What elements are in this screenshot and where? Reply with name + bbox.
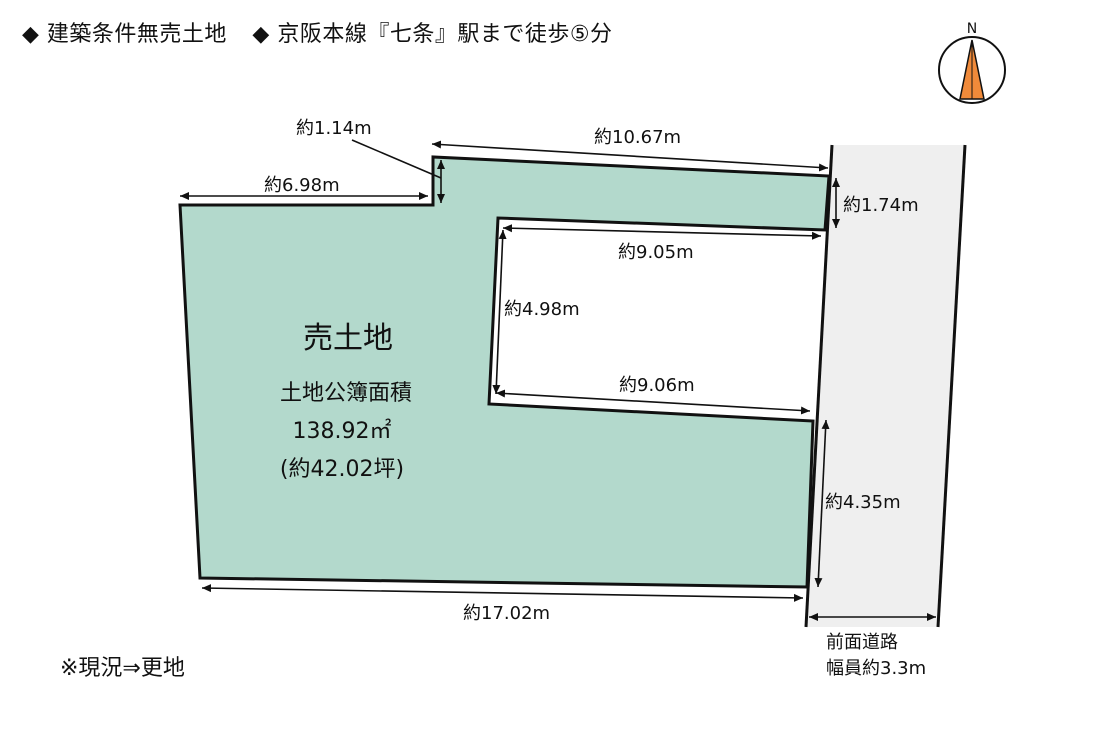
north-compass-icon: N bbox=[938, 21, 1006, 104]
dim-line-cutout-left bbox=[492, 229, 507, 395]
dim-label-cutout-bottom: 約9.06m bbox=[619, 375, 695, 396]
road-edge-left bbox=[804, 144, 834, 628]
lot-area-tsubo: (約42.02坪) bbox=[280, 457, 404, 482]
road-label-line1: 前面道路 bbox=[826, 632, 898, 653]
dim-line-right-bottom bbox=[814, 419, 830, 588]
dim-label-right-bottom: 約4.35m bbox=[825, 492, 901, 513]
road-label-line2: 幅員約3.3m bbox=[826, 658, 926, 679]
footnote: ※現況⇒更地 bbox=[60, 656, 185, 681]
dim-label-top: 約10.67m bbox=[594, 127, 681, 148]
compass-label: N bbox=[967, 21, 977, 37]
dim-line-top bbox=[431, 140, 829, 172]
dim-line-cutout-bottom bbox=[495, 389, 811, 415]
dim-leader-step bbox=[351, 139, 442, 179]
header-condition: ◆ 建築条件無売土地 bbox=[22, 22, 227, 47]
dim-label-cutout-top: 約9.05m bbox=[618, 242, 694, 263]
dim-label-right-top: 約1.74m bbox=[843, 195, 919, 216]
dim-label-cutout-left: 約4.98m bbox=[504, 299, 580, 320]
dim-label-step: 約1.14m bbox=[296, 118, 372, 139]
dim-label-left-top: 約6.98m bbox=[264, 175, 340, 196]
lot-shape bbox=[178, 155, 831, 589]
header: ◆ 建築条件無売土地 ◆ 京阪本線『七条』駅まで徒歩⑤分 bbox=[22, 16, 631, 56]
dim-label-bottom: 約17.02m bbox=[463, 603, 550, 624]
dim-line-cutout-top bbox=[502, 224, 822, 240]
lot-area-sqm: 138.92㎡ bbox=[293, 418, 392, 444]
lot-area-label: 土地公簿面積 bbox=[280, 381, 412, 406]
road-strip bbox=[806, 145, 965, 627]
lot-title: 売土地 bbox=[303, 321, 393, 356]
road-edge-right bbox=[936, 144, 967, 628]
header-station: ◆ 京阪本線『七条』駅まで徒歩⑤分 bbox=[252, 22, 613, 47]
dim-line-bottom bbox=[201, 584, 804, 602]
